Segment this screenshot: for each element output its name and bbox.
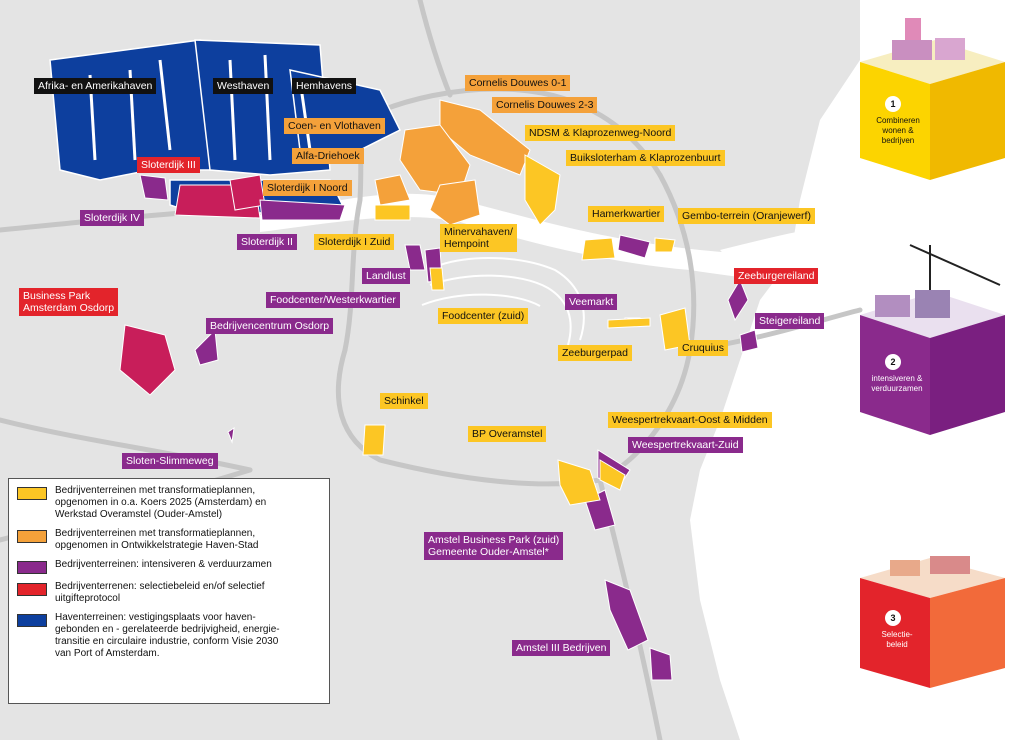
label-weespertrekvaart-zuid: Weespertrekvaart-Zuid	[628, 437, 743, 453]
label-hamerkwartier: Hamerkwartier	[588, 206, 665, 222]
label-zeeburgerpad: Zeeburgerpad	[558, 345, 632, 361]
cube-combineren	[860, 18, 1005, 180]
legend-swatch-orange	[17, 530, 47, 543]
red-areas	[119, 174, 266, 396]
label-zeeburgereiland: Zeeburgereiland	[734, 268, 819, 284]
legend-swatch-red	[17, 583, 47, 596]
label-cruquius: Cruquius	[678, 340, 729, 356]
label-amstel-business-park: Amstel Business Park (zuid) Gemeente Oud…	[424, 532, 564, 560]
label-business-park-osdorp: Business Park Amsterdam Osdorp	[19, 288, 119, 316]
label-gembo-terrein: Gembo-terrein (Oranjewerf)	[678, 208, 815, 224]
label-coen-vlothaven: Coen- en Vlothaven	[284, 118, 385, 134]
label-cornelis-douwes-0-1: Cornelis Douwes 0-1	[465, 75, 571, 91]
legend-text-blue: Haventerreinen: vestigingsplaats voor ha…	[55, 612, 280, 659]
label-landlust: Landlust	[362, 268, 410, 284]
crane-jib	[909, 244, 1001, 286]
label-bp-overamstel: BP Overamstel	[468, 426, 547, 442]
label-sloterdijk-i-zuid: Sloterdijk I Zuid	[314, 234, 395, 250]
label-minervahaven: Minervahaven/ Hempoint	[440, 224, 517, 252]
legend-text-yellow: Bedrijventerreinen met transformatieplan…	[55, 485, 267, 520]
yellow-areas	[362, 154, 691, 506]
label-sloterdijk-ii: Sloterdijk II	[237, 234, 297, 250]
legend-item-red: Bedrijventerrenen: selectiebeleid en/of …	[17, 581, 321, 605]
label-sloterdijk-iv: Sloterdijk IV	[80, 210, 145, 226]
legend-text-red: Bedrijventerrenen: selectiebeleid en/of …	[55, 581, 265, 604]
label-veemarkt: Veemarkt	[565, 294, 618, 310]
legend-item-yellow: Bedrijventerreinen met transformatieplan…	[17, 485, 321, 521]
map-legend: Bedrijventerreinen met transformatieplan…	[8, 478, 330, 704]
label-steigereiland: Steigereiland	[755, 313, 825, 329]
purple-areas	[139, 174, 759, 681]
label-afrika-amerikahaven: Afrika- en Amerikahaven	[34, 78, 157, 94]
cube-1-label: Combineren wonen & bedrijven	[876, 116, 920, 145]
cube-2-number: 2	[885, 354, 901, 370]
canal-ring	[421, 257, 585, 346]
cube-1-number: 1	[885, 96, 901, 112]
cube-intensiveren	[860, 244, 1005, 435]
label-ndsm: NDSM & Klaprozenweg-Noord	[525, 125, 676, 141]
legend-text-purple: Bedrijventerreinen: intensiveren & verdu…	[55, 559, 272, 570]
legend-swatch-blue	[17, 614, 47, 627]
cube-3-number: 3	[885, 610, 901, 626]
legend-item-purple: Bedrijventerreinen: intensiveren & verdu…	[17, 559, 321, 574]
legend-item-orange: Bedrijventerreinen met transformatieplan…	[17, 528, 321, 552]
cube-2-label: intensiveren & verduurzamen	[871, 374, 923, 393]
label-westhaven: Westhaven	[213, 78, 274, 94]
label-amstel-iii: Amstel III Bedrijven	[512, 640, 611, 656]
cube-3-label: Selectie- beleid	[881, 630, 913, 649]
label-hemhavens: Hemhavens	[292, 78, 357, 94]
label-sloterdijk-i-noord: Sloterdijk I Noord	[263, 180, 352, 196]
label-schinkel: Schinkel	[380, 393, 428, 409]
legend-item-blue: Haventerreinen: vestigingsplaats voor ha…	[17, 612, 321, 660]
east-water	[720, 220, 860, 272]
legend-swatch-purple	[17, 561, 47, 574]
legend-swatch-yellow	[17, 487, 47, 500]
label-sloterdijk-iii: Sloterdijk III	[137, 157, 200, 173]
label-buiksloterham: Buiksloterham & Klaprozenbuurt	[566, 150, 725, 166]
label-alfa-driehoek: Alfa-Driehoek	[292, 148, 364, 164]
legend-text-orange: Bedrijventerreinen met transformatieplan…	[55, 528, 259, 551]
label-bedrijvencentrum-osdorp: Bedrijvencentrum Osdorp	[206, 318, 334, 334]
label-cornelis-douwes-2-3: Cornelis Douwes 2-3	[492, 97, 598, 113]
orange-areas	[374, 99, 531, 226]
cube-selectiebeleid	[860, 556, 1005, 688]
label-foodcenter-westerkwartier: Foodcenter/Westerkwartier	[266, 292, 400, 308]
label-weespertrekvaart-oost: Weespertrekvaart-Oost & Midden	[608, 412, 772, 428]
label-sloten-slimmeweg: Sloten-Slimmeweg	[122, 453, 218, 469]
ij-water	[260, 193, 860, 292]
label-foodcenter-zuid: Foodcenter (zuid)	[438, 308, 529, 324]
